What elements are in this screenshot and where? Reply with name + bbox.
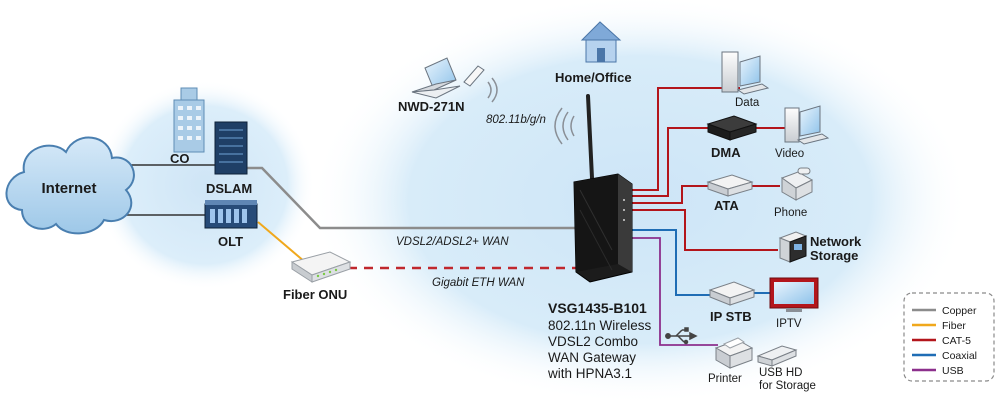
gateway-device-icon [573, 94, 633, 283]
usb-hd-label-1: USB HD [759, 367, 802, 379]
gigabit-eth-wan-label: Gigabit ETH WAN [432, 277, 525, 289]
co-building-icon [173, 87, 205, 153]
nwd-label: NWD-271N [398, 99, 464, 114]
network-storage-label-2: Storage [810, 248, 858, 263]
usb-hd-icon [756, 345, 798, 367]
legend-item-coaxial: Coaxial [912, 350, 977, 362]
olt-label: OLT [218, 234, 243, 249]
data-label: Data [735, 97, 760, 109]
usb-symbol-icon [665, 327, 698, 345]
phone-label: Phone [774, 207, 807, 219]
usb-line [632, 237, 718, 346]
legend-label: Coaxial [942, 350, 977, 362]
legend-item-copper: Copper [912, 305, 977, 317]
legend-item-fiber: Fiber [912, 320, 966, 332]
legend-item-cat-5: CAT-5 [912, 335, 971, 347]
phone-icon [780, 167, 814, 201]
internet-label: Internet [41, 180, 96, 197]
ip-stb-icon [708, 281, 756, 306]
video-pc-icon [784, 105, 830, 145]
cat5-lines [632, 87, 785, 251]
wifi-standard-label: 802.11b/g/n [486, 114, 546, 126]
gateway-wifi-waves-icon [554, 107, 575, 145]
gateway-desc-line-1: 802.11n Wireless [548, 318, 652, 333]
gateway-desc-line-2: VDSL2 Combo [548, 334, 638, 349]
dma-label: DMA [711, 145, 741, 160]
legend-label: Fiber [942, 320, 966, 332]
internet-cloud: Internet [5, 136, 135, 235]
usb-hd-label-2: for Storage [759, 380, 816, 392]
home-office-zone [310, 0, 970, 403]
wifi-waves-icon [487, 77, 498, 103]
fiber-onu-label: Fiber ONU [283, 287, 347, 302]
video-label: Video [775, 148, 804, 160]
printer-label: Printer [708, 373, 742, 385]
dslam-icon [214, 121, 248, 175]
central-office-zone [95, 80, 315, 290]
gateway-model-label: VSG1435-B101 [548, 300, 647, 316]
network-storage-icon [778, 231, 808, 263]
iptv-icon [769, 277, 819, 312]
legend-label: CAT-5 [942, 335, 971, 347]
iptv-label: IPTV [776, 318, 802, 330]
fiber-line [257, 221, 306, 263]
vdsl-wan-label: VDSL2/ADSL2+ WAN [396, 236, 509, 248]
co-label: CO [170, 151, 190, 166]
data-pc-icon [721, 51, 770, 95]
gateway-desc-line-4: with HPNA3.1 [547, 366, 632, 381]
laptop-icon [411, 57, 461, 99]
gateway-desc-line-3: WAN Gateway [548, 350, 636, 365]
ata-label: ATA [714, 198, 739, 213]
fiber-onu-icon [290, 251, 352, 283]
legend-label: Copper [942, 305, 977, 317]
olt-icon [204, 200, 258, 229]
ip-stb-label: IP STB [710, 309, 752, 324]
usb-dongle-icon [463, 65, 485, 87]
dma-icon [706, 115, 758, 141]
ata-icon [706, 174, 754, 197]
printer-icon [714, 337, 754, 369]
network-storage-label-1: Network [810, 234, 862, 249]
home-office-label: Home/Office [555, 70, 632, 85]
dslam-label: DSLAM [206, 181, 252, 196]
legend-item-usb: USB [912, 365, 964, 377]
legend-label: USB [942, 365, 964, 377]
home-icon [580, 21, 622, 63]
